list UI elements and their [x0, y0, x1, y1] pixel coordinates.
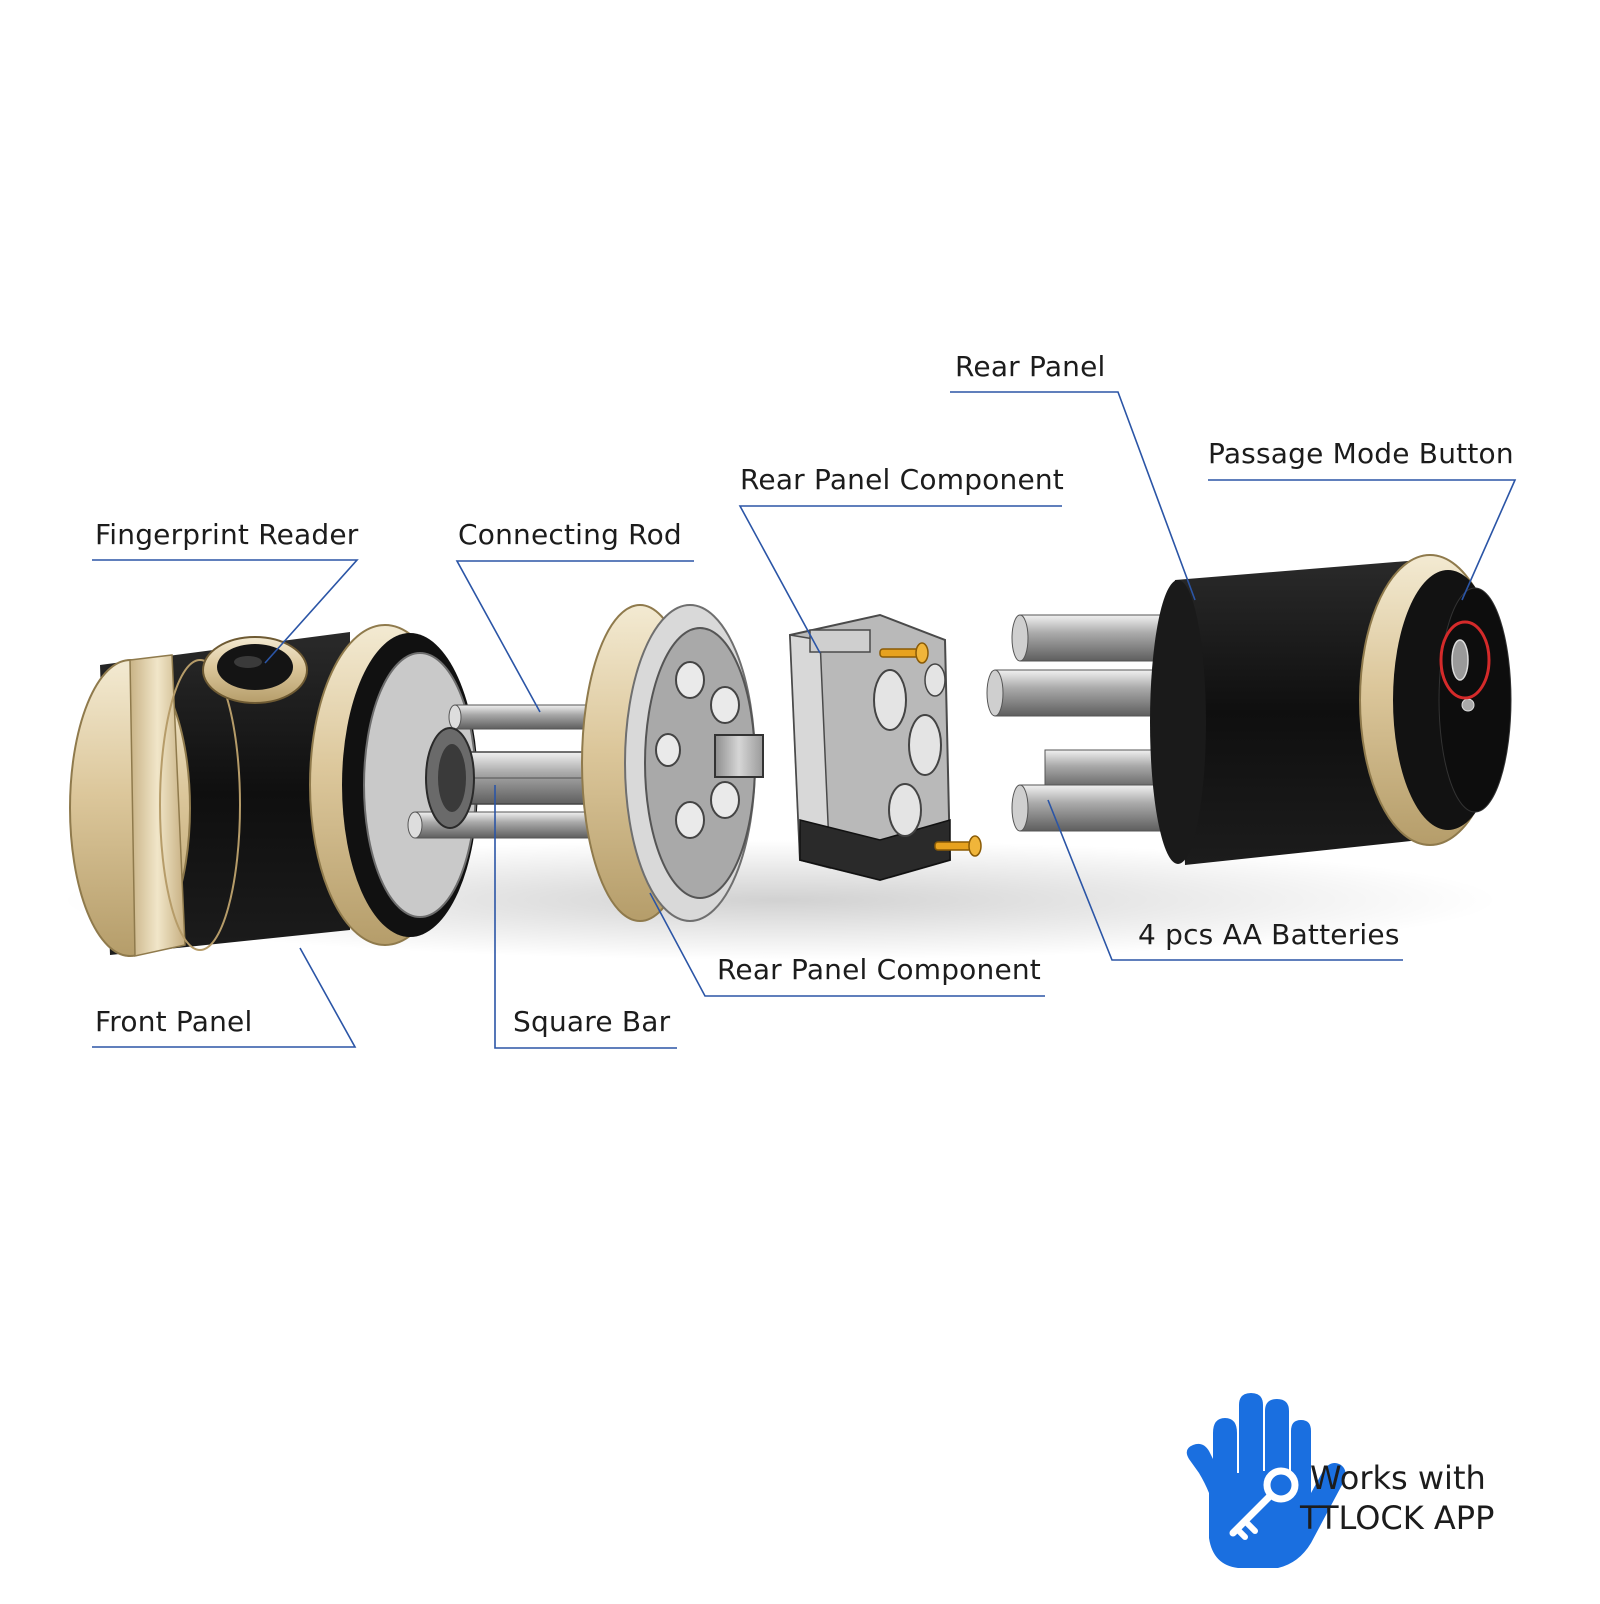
screw-bottom-icon	[934, 835, 982, 857]
rear-panel-component-bottom-label: Rear Panel Component	[717, 953, 1041, 986]
leader-batteries	[1047, 799, 1403, 961]
connecting-rod-label: Connecting Rod	[458, 518, 682, 551]
brand-line-2: TTLOCK APP	[1300, 1499, 1495, 1537]
passage-mode-highlight-circle	[1439, 620, 1491, 700]
rear-panel-part	[1150, 554, 1512, 865]
passage-mode-button-label: Passage Mode Button	[1208, 437, 1514, 470]
rear-panel-component-top-label: Rear Panel Component	[740, 463, 1064, 496]
batteries-label: 4 pcs AA Batteries	[1138, 918, 1400, 951]
leader-connecting-rod	[455, 560, 694, 713]
rear-panel-label: Rear Panel	[955, 350, 1106, 383]
rear-panel-component-ring-part	[581, 604, 764, 922]
leader-rear-panel-component-top	[738, 505, 1062, 654]
square-bar-part	[425, 727, 591, 829]
fingerprint-reader-label: Fingerprint Reader	[95, 518, 359, 551]
leader-passage-mode-button	[1208, 479, 1517, 601]
leader-fingerprint-reader	[92, 559, 359, 664]
leader-lines	[92, 391, 1517, 1049]
screw-top-icon	[879, 642, 929, 664]
leader-rear-panel-component-bottom	[649, 892, 1045, 997]
batteries-part	[986, 614, 1171, 832]
leader-square-bar	[494, 785, 677, 1049]
rear-panel-component-block-part	[788, 613, 952, 882]
front-panel-label: Front Panel	[95, 1005, 253, 1038]
square-bar-label: Square Bar	[513, 1005, 671, 1038]
leader-front-panel	[92, 947, 357, 1048]
brand-line-1: Works with	[1310, 1459, 1486, 1497]
hand-key-icon	[1186, 1393, 1346, 1568]
leader-rear-panel	[950, 391, 1196, 601]
fingerprint-reader-part	[202, 636, 308, 704]
